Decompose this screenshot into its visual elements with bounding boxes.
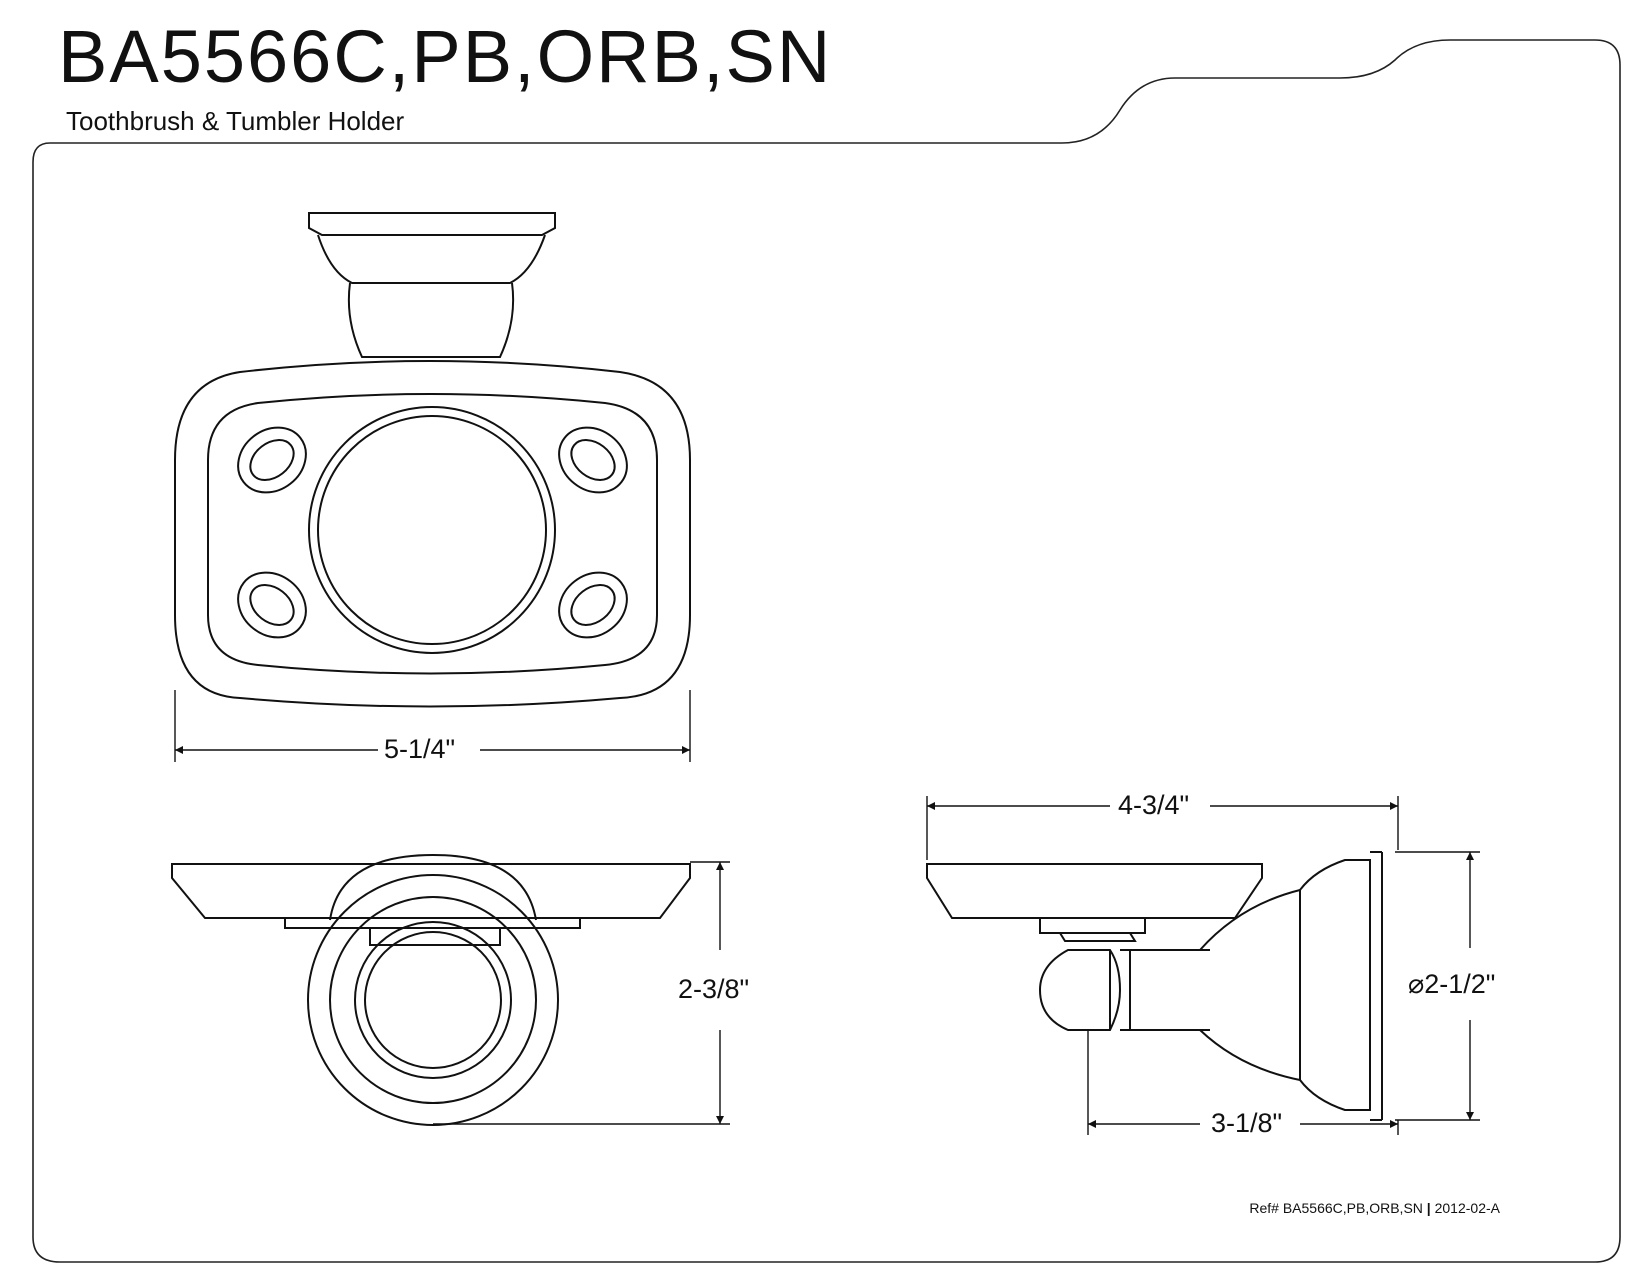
ref-revision: 2012-02-A <box>1434 1200 1500 1216</box>
label-height-side: 2-3/8" <box>672 976 756 1003</box>
dimension-mount-depth <box>1088 1030 1398 1135</box>
label-projection: 4-3/4" <box>1112 792 1196 819</box>
footer-reference: Ref# BA5566C,PB,ORB,SN | 2012-02-A <box>1249 1200 1500 1216</box>
model-title: BA5566C,PB,ORB,SN <box>58 15 833 98</box>
sheet-border <box>33 40 1620 1262</box>
label-width-front: 5-1/4" <box>378 736 462 763</box>
dimension-width-front <box>175 690 690 762</box>
ref-separator: | <box>1426 1200 1431 1216</box>
label-flange-diameter: ⌀2-1/2" <box>1402 971 1502 998</box>
dimension-height-side <box>433 862 730 1124</box>
side-view <box>927 852 1382 1120</box>
bottom-view <box>172 855 690 1125</box>
front-view <box>175 213 690 707</box>
ref-label: Ref# BA5566C,PB,ORB,SN <box>1249 1200 1423 1216</box>
label-mount-depth: 3-1/8" <box>1205 1110 1289 1137</box>
dimension-projection <box>927 796 1398 860</box>
product-subtitle: Toothbrush & Tumbler Holder <box>66 106 405 136</box>
dimension-flange-diameter <box>1395 852 1480 1120</box>
